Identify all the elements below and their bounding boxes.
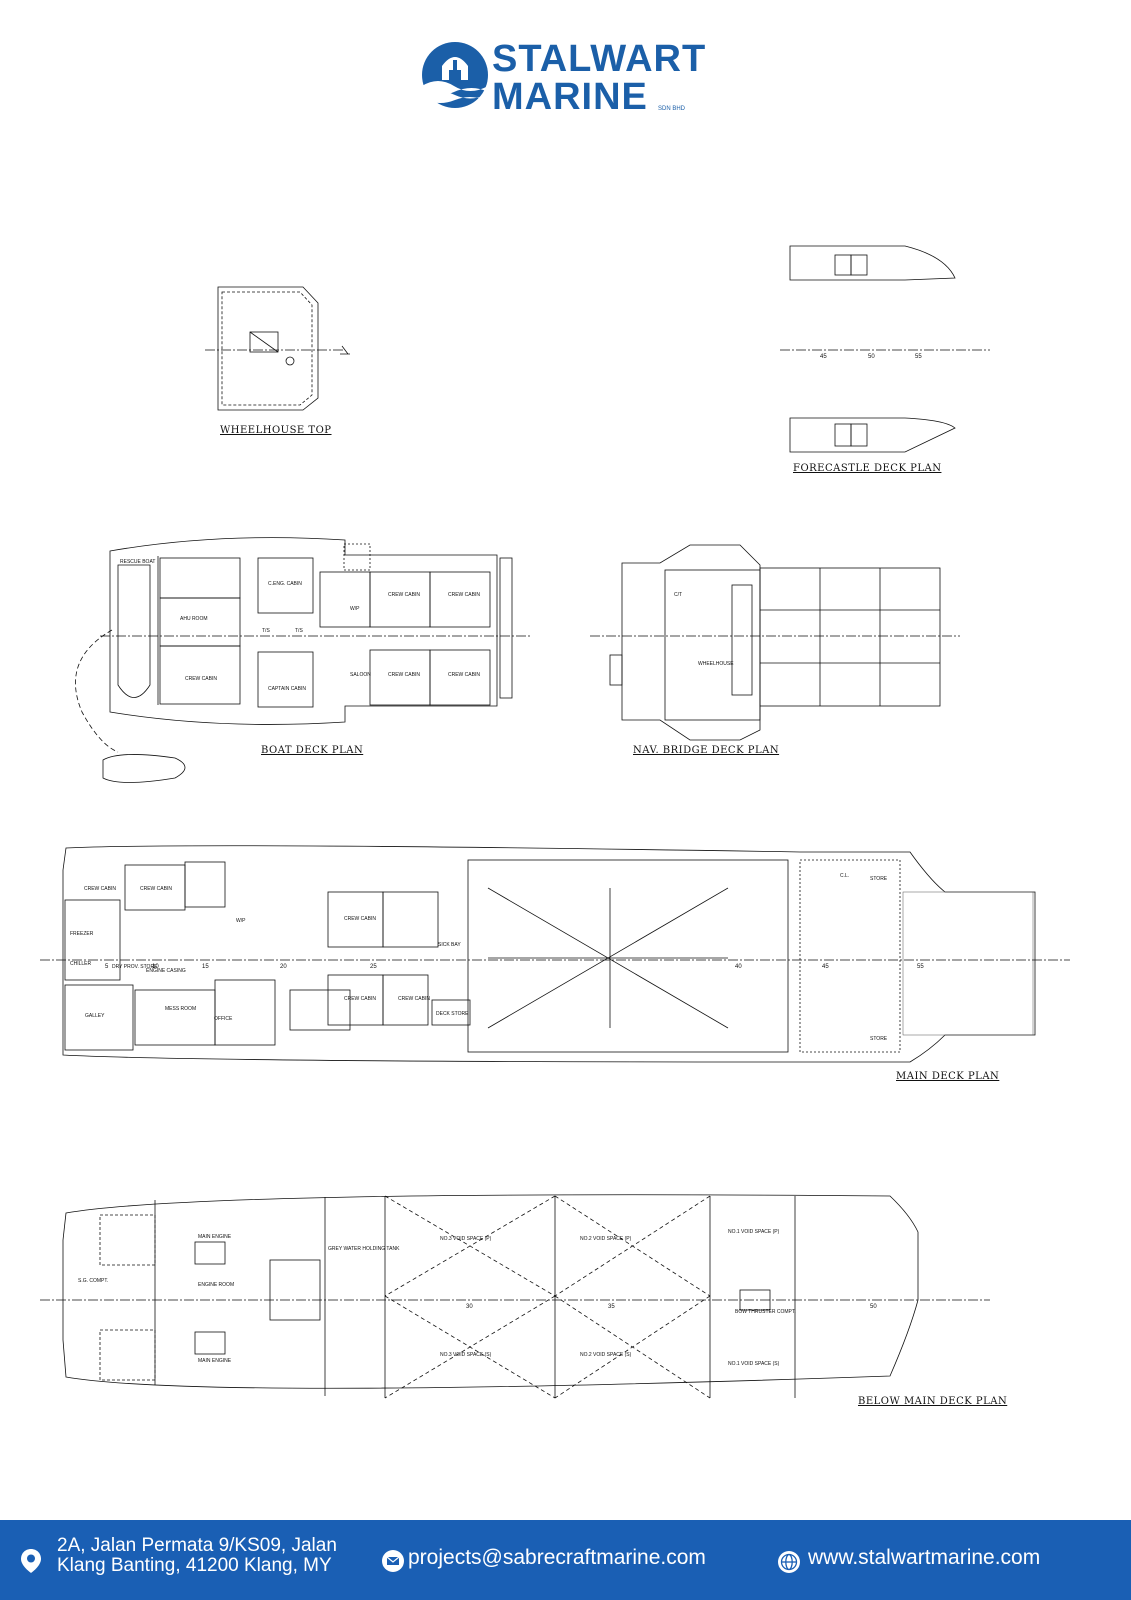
room-label: CREW CABIN bbox=[398, 996, 430, 1002]
address-line1: 2A, Jalan Permata 9/KS09, Jalan bbox=[57, 1535, 337, 1556]
room-label: SALOON bbox=[350, 672, 371, 678]
frame-number: 15 bbox=[202, 964, 209, 970]
room-label: GREY WATER HOLDING TANK bbox=[328, 1246, 400, 1252]
frame-number: 20 bbox=[280, 964, 287, 970]
website-link[interactable]: www.stalwartmarine.com bbox=[808, 1546, 1041, 1569]
room-label: NO.2 VOID SPACE (S) bbox=[580, 1352, 632, 1358]
globe-icon bbox=[778, 1551, 800, 1573]
room-label: NO.2 VOID SPACE (P) bbox=[580, 1236, 632, 1242]
brand-name-line2: MARINE bbox=[492, 76, 648, 118]
frame-number: 55 bbox=[917, 964, 924, 970]
wheelhouse-top-plan bbox=[205, 286, 350, 411]
room-label: SICK BAY bbox=[438, 942, 461, 948]
room-label: T/S bbox=[262, 628, 270, 634]
address-line2: Klang Banting, 41200 Klang, MY bbox=[57, 1555, 332, 1576]
room-label: OFFICE bbox=[214, 1016, 233, 1022]
room-label: NO.1 VOID SPACE (P) bbox=[728, 1229, 780, 1235]
room-label: ENGINE CASING bbox=[146, 968, 186, 974]
boat-deck-plan bbox=[75, 537, 530, 783]
contact-footer: 2A, Jalan Permata 9/KS09, Jalan Klang Ba… bbox=[0, 1520, 1131, 1600]
frame-number: 45 bbox=[822, 964, 829, 970]
below-main-deck-plan bbox=[40, 1194, 990, 1399]
room-label: CREW CABIN bbox=[448, 592, 480, 598]
wheelhouse-top-title: WHEELHOUSE TOP bbox=[220, 425, 332, 436]
room-label: C.ENG. CABIN bbox=[268, 581, 302, 587]
room-label: C/T bbox=[674, 592, 682, 598]
boat-deck-plan-title: BOAT DECK PLAN bbox=[261, 745, 364, 756]
main-deck-plan bbox=[40, 845, 1070, 1063]
frame-number: 45 bbox=[820, 354, 827, 360]
brand-suffix: SDN BHD bbox=[658, 106, 686, 112]
room-label: CREW CABIN bbox=[84, 886, 116, 892]
general-arrangement-drawing: AHU ROOM CREW CABIN CAPTAIN CABIN C.ENG.… bbox=[40, 245, 1070, 1399]
room-label: CREW CABIN bbox=[344, 996, 376, 1002]
room-label: FREEZER bbox=[70, 931, 94, 937]
room-label: C.L. bbox=[840, 873, 849, 879]
location-pin-icon bbox=[21, 1549, 41, 1573]
address: 2A, Jalan Permata 9/KS09, Jalan Klang Ba… bbox=[57, 1536, 337, 1576]
frame-number: 30 bbox=[466, 1304, 473, 1310]
room-label: CREW CABIN bbox=[388, 672, 420, 678]
room-label: RESCUE BOAT bbox=[120, 559, 155, 565]
room-label: CREW CABIN bbox=[388, 592, 420, 598]
room-label: W/P bbox=[350, 606, 360, 612]
main-deck-plan-title: MAIN DECK PLAN bbox=[896, 1071, 1000, 1082]
room-label: NO.1 VOID SPACE (S) bbox=[728, 1361, 780, 1367]
frame-number: 10 bbox=[152, 964, 159, 970]
nav-bridge-deck-plan-title: NAV. BRIDGE DECK PLAN bbox=[633, 745, 780, 756]
frame-number: 50 bbox=[868, 354, 875, 360]
below-main-deck-plan-title: BELOW MAIN DECK PLAN bbox=[858, 1396, 1008, 1407]
room-label: CREW CABIN bbox=[185, 676, 217, 682]
frame-number: 5 bbox=[105, 964, 109, 970]
forecastle-deck-plan-title: FORECASTLE DECK PLAN bbox=[793, 463, 942, 474]
room-label: NO.3 VOID SPACE (P) bbox=[440, 1236, 492, 1242]
room-label: CAPTAIN CABIN bbox=[268, 686, 306, 692]
room-label: AHU ROOM bbox=[180, 616, 208, 622]
brand-name-line1: STALWART bbox=[492, 38, 707, 80]
frame-number: 40 bbox=[735, 964, 742, 970]
frame-number: 55 bbox=[915, 354, 922, 360]
room-label: S.G. COMPT. bbox=[78, 1278, 108, 1284]
company-logo: STALWART MARINE SDN BHD bbox=[420, 38, 720, 120]
nav-bridge-deck-plan bbox=[590, 544, 960, 741]
room-label: ENGINE ROOM bbox=[198, 1282, 234, 1288]
room-label: STORE bbox=[870, 1036, 888, 1042]
room-label: CREW CABIN bbox=[344, 916, 376, 922]
room-label: MAIN ENGINE bbox=[198, 1234, 232, 1240]
room-label: MAIN ENGINE bbox=[198, 1358, 232, 1364]
room-label: BOW THRUSTER COMPT. bbox=[735, 1309, 796, 1315]
forecastle-deck-plan bbox=[780, 245, 990, 453]
room-label: T/S bbox=[295, 628, 303, 634]
room-label: GALLEY bbox=[85, 1013, 105, 1019]
frame-number: 35 bbox=[608, 1304, 615, 1310]
envelope-icon bbox=[382, 1550, 404, 1572]
frame-number: 25 bbox=[370, 964, 377, 970]
room-label: W/P bbox=[236, 918, 246, 924]
room-label: CREW CABIN bbox=[140, 886, 172, 892]
room-label: NO.3 VOID SPACE (S) bbox=[440, 1352, 492, 1358]
contact-email-link[interactable]: projects@sabrecraftmarine.com bbox=[408, 1546, 706, 1569]
frame-number: 50 bbox=[870, 1304, 877, 1310]
room-label: STORE bbox=[870, 876, 888, 882]
room-label: CHILLER bbox=[70, 961, 92, 967]
room-label: WHEELHOUSE bbox=[698, 661, 734, 667]
spartan-helmet-wave-icon bbox=[422, 42, 488, 108]
room-label: DRY PROV. STORE bbox=[112, 964, 158, 970]
room-label: DECK STORE bbox=[436, 1011, 469, 1017]
room-label: MESS ROOM bbox=[165, 1006, 196, 1012]
room-label: CREW CABIN bbox=[448, 672, 480, 678]
